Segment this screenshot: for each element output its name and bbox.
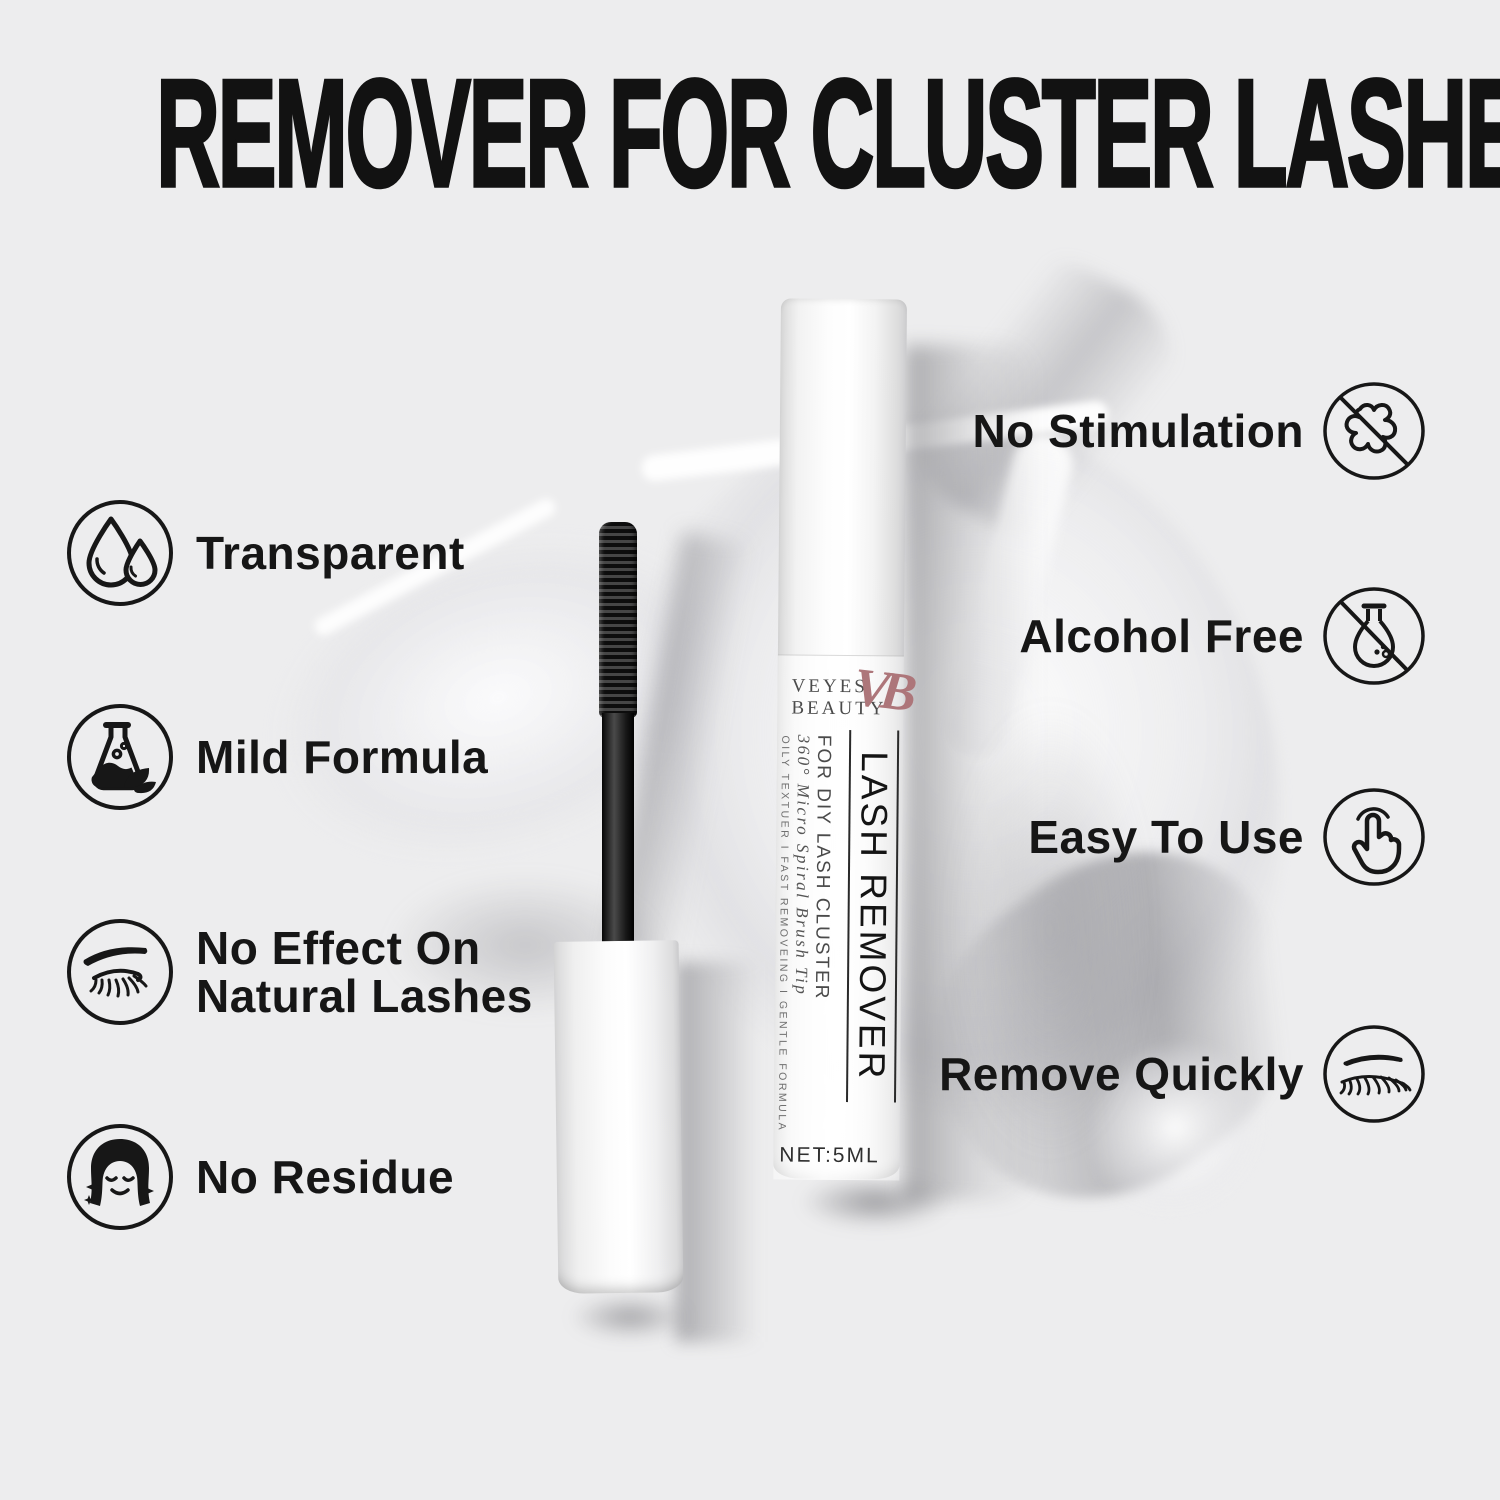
page-title: REMOVER FOR CLUSTER LASHES [155, 45, 1500, 220]
feature-text: Remove Quickly [939, 1048, 1304, 1100]
feature-remove-quickly: Remove Quickly [939, 1022, 1428, 1126]
flask-leaf-icon [64, 701, 176, 813]
feature-text: No Stimulation [972, 405, 1304, 457]
no-alcohol-flask-icon [1320, 584, 1428, 688]
net-weight: NET:5ML [779, 1143, 880, 1168]
feature-text: No Effect On [196, 922, 481, 974]
feature-text: Alcohol Free [1019, 610, 1304, 662]
feature-text: No Residue [196, 1151, 455, 1203]
feature-transparent: Transparent [64, 497, 465, 609]
label-subtitle: FOR DIY LASH CLUSTER [810, 734, 835, 1001]
title-banner: REMOVER FOR CLUSTER LASHES [0, 44, 1500, 220]
feature-mild-formula: Mild Formula [64, 701, 488, 813]
brow-lash-icon [64, 916, 176, 1028]
lashes-icon [1320, 1022, 1428, 1126]
feature-text: Easy To Use [1028, 811, 1304, 863]
vb-monogram-logo: VB [850, 656, 911, 723]
product-tube: VEYES BEAUTY VB OILY TEXTUER I FAST REMO… [773, 298, 911, 1181]
cap-shadow [545, 1286, 715, 1348]
wand-cap [553, 940, 684, 1294]
tube-shadow [920, 620, 1180, 1240]
feature-no-stimulation: No Stimulation [972, 379, 1428, 483]
feature-text: Transparent [196, 527, 465, 579]
feature-text: Mild Formula [196, 731, 489, 783]
no-irritation-icon [1320, 379, 1428, 483]
feature-alcohol-free: Alcohol Free [1019, 584, 1428, 688]
feature-easy-to-use: Easy To Use [1028, 785, 1428, 889]
product-name: LASH REMOVER [845, 730, 900, 1103]
clean-face-icon [64, 1121, 176, 1233]
label-tagline: OILY TEXTUER I FAST REMOVEING I GENTLE F… [775, 735, 792, 1133]
water-drops-icon [64, 497, 176, 609]
spiral-brush-tip [599, 522, 637, 718]
tube-shadow [905, 345, 1040, 1200]
feature-no-residue: No Residue [64, 1121, 454, 1233]
feature-text: Natural Lashes [196, 970, 533, 1022]
cap-shadow [676, 962, 758, 1342]
product-label: VEYES BEAUTY VB OILY TEXTUER I FAST REMO… [773, 654, 911, 1181]
wand-stem [602, 713, 634, 945]
tap-hand-icon [1320, 785, 1428, 889]
feature-no-effect: No Effect On Natural Lashes [64, 916, 533, 1028]
